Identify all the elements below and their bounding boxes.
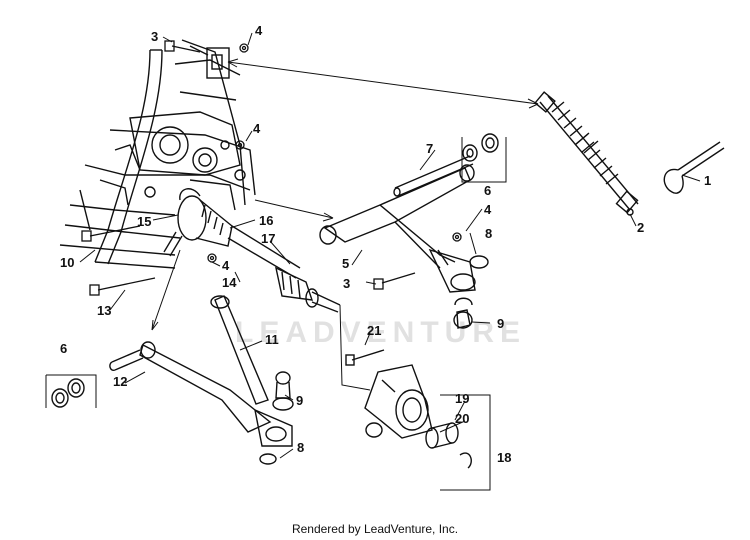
- callout-labels: 3 4 4 1 2 7 6 4 8 5 3 9 15 16 17 10 4 14…: [60, 23, 711, 465]
- leader-lines: [45, 32, 701, 491]
- bushing-set-upper: [462, 133, 499, 162]
- pivot-tube-lower: [51, 349, 144, 408]
- shock-absorber: [534, 91, 639, 216]
- callout-label: 5: [342, 256, 349, 271]
- callout-label: 9: [497, 316, 504, 331]
- callout-label: 14: [222, 275, 237, 290]
- callout-label: 8: [485, 226, 492, 241]
- callout-label: 6: [484, 183, 491, 198]
- ball-joint-lower: [259, 371, 294, 465]
- callout-label: 9: [296, 393, 303, 408]
- callout-label: 12: [113, 374, 127, 389]
- callout-label: 11: [265, 332, 279, 347]
- callout-label: 6: [60, 341, 67, 356]
- callout-label: 20: [455, 411, 469, 426]
- callout-label: 15: [137, 214, 151, 229]
- callout-label: 3: [343, 276, 350, 291]
- callout-label: 21: [367, 323, 381, 338]
- callout-label: 7: [426, 141, 433, 156]
- vehicle-frame: [59, 39, 256, 269]
- callout-label: 2: [637, 220, 644, 235]
- cv-drive-axle: [163, 188, 341, 313]
- callout-label: 3: [151, 29, 158, 44]
- callout-label: 16: [259, 213, 273, 228]
- pivot-tube: [393, 155, 474, 197]
- upper-a-arm: [319, 164, 476, 293]
- callout-label: 4: [222, 258, 230, 273]
- lower-a-arm: [139, 295, 293, 447]
- steering-knuckle: [345, 349, 433, 439]
- frame-bolts: [81, 40, 249, 296]
- callout-label: 18: [497, 450, 511, 465]
- arm-bolt: [373, 232, 462, 290]
- callout-label: 19: [455, 391, 469, 406]
- callout-label: 4: [255, 23, 263, 38]
- wheel-bearing: [425, 422, 472, 469]
- callout-label: 1: [704, 173, 711, 188]
- spanner-wrench: [663, 141, 725, 194]
- ball-joint-upper: [453, 255, 489, 329]
- callout-label: 8: [297, 440, 304, 455]
- callout-label: 4: [484, 202, 492, 217]
- footer-credit: Rendered by LeadVenture, Inc.: [291, 522, 459, 536]
- callout-label: 17: [261, 231, 275, 246]
- callout-label: 13: [97, 303, 111, 318]
- callout-label: 4: [253, 121, 261, 136]
- callout-label: 10: [60, 255, 74, 270]
